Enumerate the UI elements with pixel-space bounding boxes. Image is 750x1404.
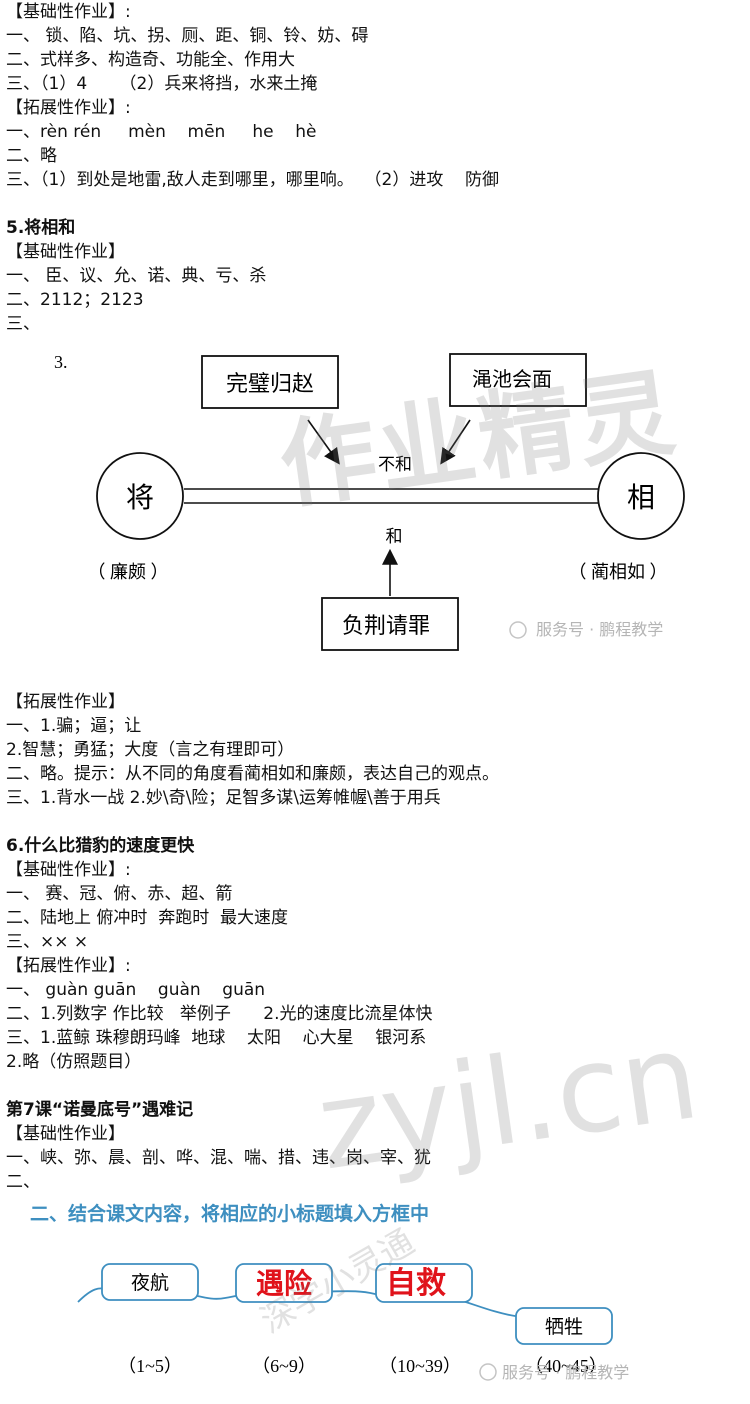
- s6-basic-2: 二、陆地上 俯冲时 奔跑时 最大速度: [6, 908, 289, 928]
- s4-basic-1: 一、 锁、陷、坑、拐、厕、距、铜、铃、妨、碍: [6, 26, 369, 46]
- arrow-wanbi: [307, 419, 340, 465]
- s4-basic-2: 二、式样多、构造奇、功能全、作用大: [6, 50, 295, 70]
- s5-basic-header: 【基础性作业】: [6, 242, 125, 262]
- box-xisheng: [515, 1307, 613, 1345]
- s5-ext-3: 二、略。提示：从不同的角度看蔺相如和廉颇，表达自己的观点。: [6, 764, 499, 784]
- box-yehang: [101, 1263, 199, 1301]
- wechat-icon-2: [479, 1363, 497, 1381]
- s5-ext-header: 【拓展性作业】: [6, 692, 125, 712]
- range-1: （1~5）: [118, 1356, 182, 1376]
- s6-basic-1: 一、 赛、冠、俯、赤、超、箭: [6, 884, 233, 904]
- circle-jiang-text: 将: [126, 481, 154, 514]
- box-yuxian-text: 遇险: [256, 1267, 313, 1300]
- s5-title: 5.将相和: [6, 218, 76, 238]
- s5-basic-1: 一、 臣、议、允、诺、典、亏、杀: [6, 266, 267, 286]
- wechat-icon: [509, 621, 527, 639]
- s5-basic-2: 二、2112；2123: [6, 290, 144, 310]
- circle-xiang: [597, 452, 685, 540]
- range-3: （10~39）: [379, 1356, 461, 1376]
- box-wanbi-guizhao-text: 完璧归赵: [226, 372, 314, 397]
- box-mianchi-huimian-text: 渑池会面: [472, 368, 552, 391]
- diagram-number: 3.: [54, 352, 68, 372]
- s6-ext-4: 2.略（仿照题目）: [6, 1052, 142, 1072]
- s6-title: 6.什么比猎豹的速度更快: [6, 836, 195, 856]
- box-fujing-qingzui-text: 负荆请罪: [342, 614, 430, 639]
- s7-title: 第7课“诺曼底号”遇难记: [6, 1100, 194, 1120]
- label-buhe: 不和: [378, 455, 412, 474]
- s5-ext-2: 2.智慧；勇猛；大度（言之有理即可）: [6, 740, 295, 760]
- s6-ext-3: 三、1.蓝鲸 珠穆朗玛峰 地球 太阳 心大星 银河系: [6, 1028, 427, 1048]
- range-4: （40~45）: [525, 1356, 607, 1376]
- s4-ext-header: 【拓展性作业】:: [6, 98, 131, 118]
- s7-basic-2: 二、: [6, 1172, 40, 1192]
- s6-basic-3: 三、×× ×: [6, 932, 89, 952]
- label-he: 和: [386, 527, 403, 546]
- box-zijiu: [375, 1263, 473, 1303]
- box-fujing-qingzui: [321, 597, 459, 651]
- s5-basic-3: 三、: [6, 314, 40, 334]
- s4-basic-3: 三、（1）4 （2）兵来将挡，水来土掩: [6, 74, 318, 94]
- name-linxiangru: （ 蔺相如 ）: [569, 562, 668, 582]
- circle-jiang: [96, 452, 184, 540]
- box-wanbi-guizhao: [201, 355, 339, 409]
- s4-ext-2: 二、略: [6, 146, 57, 166]
- box-xisheng-text: 牺牲: [545, 1316, 583, 1338]
- box-yuxian: [235, 1263, 333, 1303]
- box-mianchi-huimian: [449, 353, 587, 407]
- s4-ext-1: 一、rèn rén mèn mēn he hè: [6, 122, 317, 142]
- arrow-mianchi: [440, 419, 471, 465]
- s6-ext-2: 二、1.列数字 作比较 举例子 2.光的速度比流星体快: [6, 1004, 433, 1024]
- s6-basic-header: 【基础性作业】:: [6, 860, 131, 880]
- s7-basic-1: 一、峡、弥、晨、剖、哗、混、喘、措、违、岗、宰、犹: [6, 1148, 431, 1168]
- box-zijiu-text: 自救: [386, 1266, 446, 1301]
- box-yehang-text: 夜航: [131, 1272, 169, 1294]
- range-2: （6~9）: [252, 1356, 316, 1376]
- name-lianpo: （ 廉颇 ）: [88, 562, 169, 582]
- figure-heading: 二、结合课文内容，将相应的小标题填入方框中: [30, 1202, 429, 1225]
- s6-ext-1: 一、 guàn guān guàn guān: [6, 980, 266, 1000]
- source-tag-2: 服务号 · 鹏程教学: [502, 1363, 629, 1382]
- s4-basic-header: 【基础性作业】:: [6, 2, 131, 22]
- s4-ext-3: 三、（1）到处是地雷,敌人走到哪里，哪里响。 （2）进攻 防御: [6, 170, 499, 190]
- circle-xiang-text: 相: [627, 481, 655, 514]
- s5-ext-4: 三、1.背水一战 2.妙\奇\险；足智多谋\运筹帷幄\善于用兵: [6, 788, 441, 808]
- subheading-figure: 二、结合课文内容，将相应的小标题填入方框中 夜航 遇险 自救 牺牲 （1~5） …: [30, 1202, 629, 1382]
- s5-ext-1: 一、1.骗；逼；让: [6, 716, 142, 736]
- s7-basic-header: 【基础性作业】: [6, 1124, 125, 1144]
- jiang-xiang-diagram: 3. 完璧归赵 渑池会面 负荆请罪 将 相 不和 和 （ 廉颇 ） （ 蔺相如 …: [54, 352, 685, 651]
- s6-ext-header: 【拓展性作业】:: [6, 956, 131, 976]
- source-tag-1: 服务号 · 鹏程教学: [536, 620, 663, 639]
